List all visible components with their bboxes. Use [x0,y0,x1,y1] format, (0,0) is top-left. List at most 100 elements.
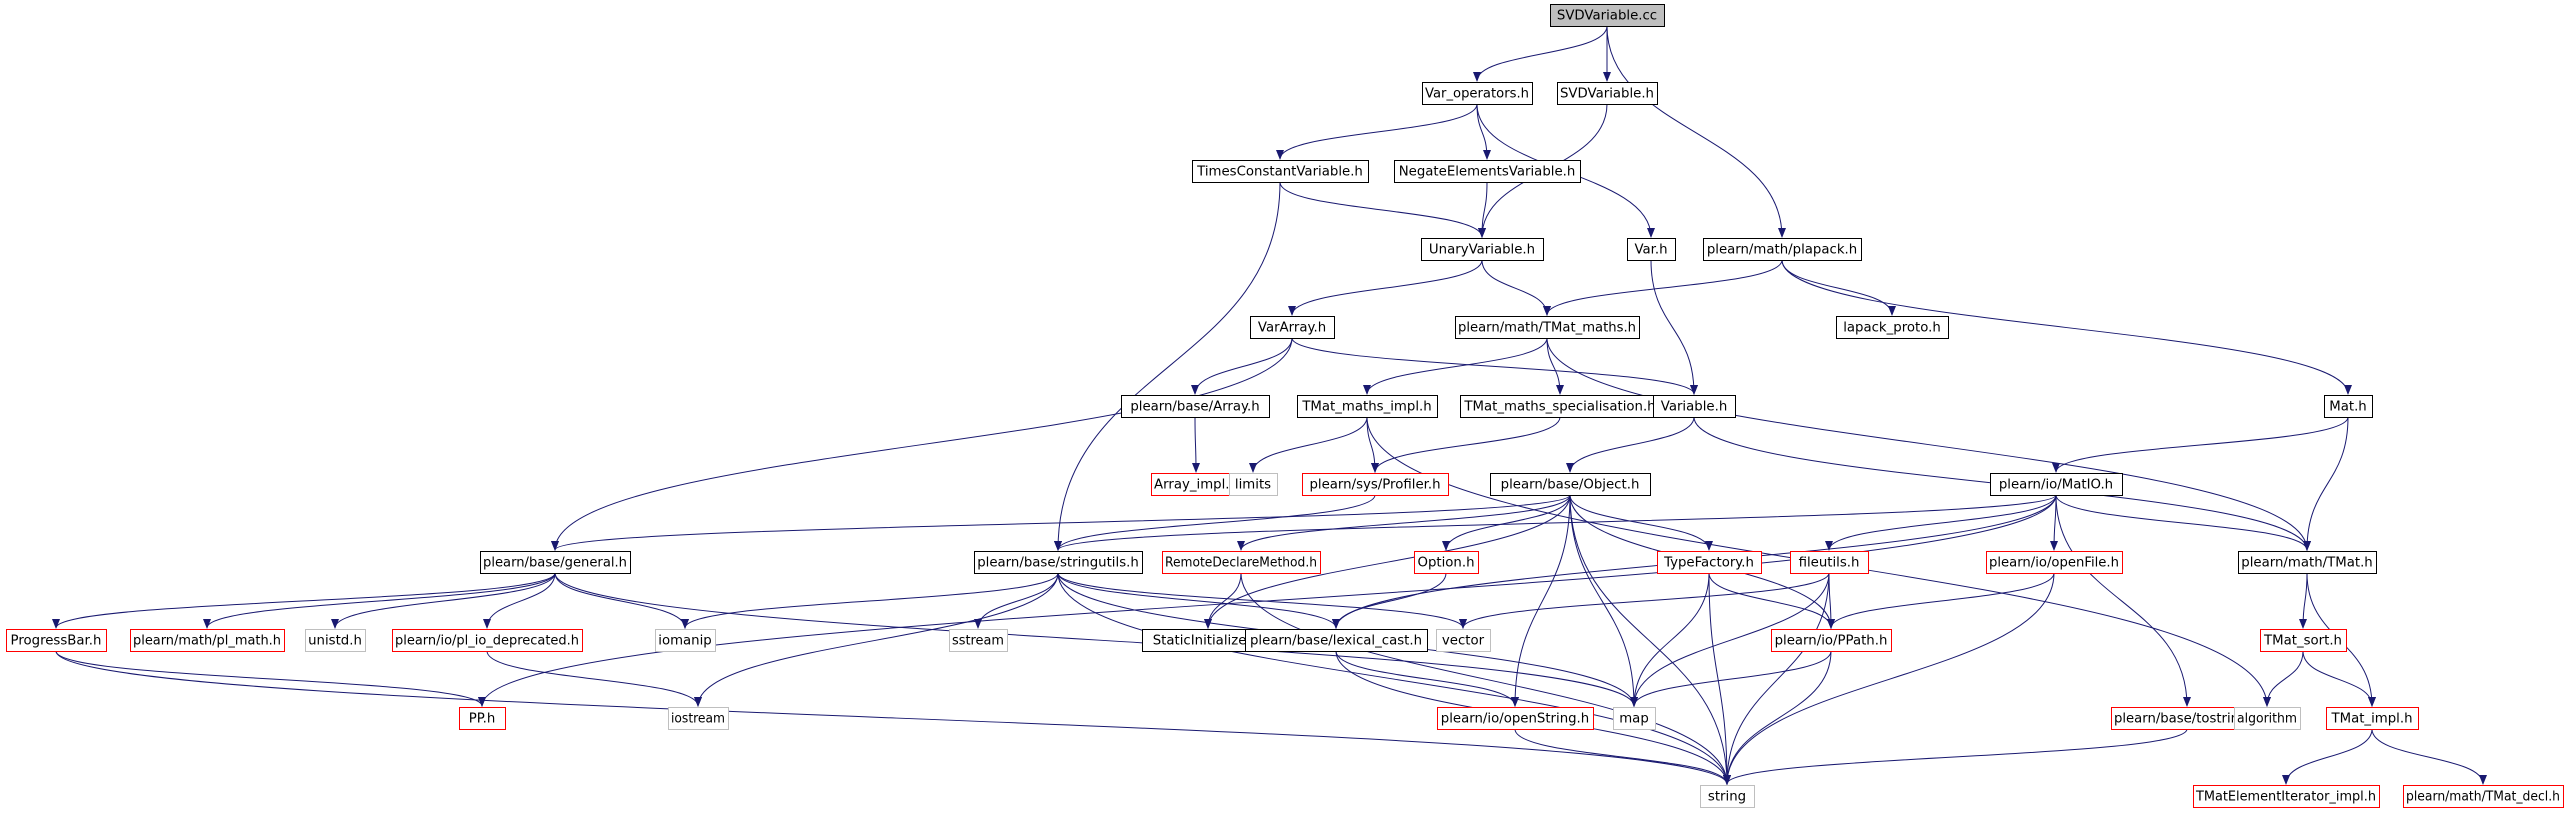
edge-progressbar_h-to-string [55,650,1731,785]
node-variable-h[interactable]: Variable.h [1653,395,1736,418]
node-typefactory-h[interactable]: TypeFactory.h [1657,551,1762,574]
edge-fileutils_h-to-string [1723,572,1830,785]
node-unistd-h[interactable]: unistd.h [305,629,366,652]
node-tmat-h[interactable]: plearn/math/TMat.h [2238,551,2377,574]
node-vector[interactable]: vector [1436,629,1491,652]
node-array-h[interactable]: plearn/base/Array.h [1121,395,1270,418]
node-tmat-sort-h[interactable]: TMat_sort.h [2260,629,2347,652]
node-lexical-cast-h[interactable]: plearn/base/lexical_cast.h [1245,629,1428,652]
node-label: plearn/io/MatIO.h [1999,478,2113,493]
node-vararray-h[interactable]: VarArray.h [1250,316,1335,339]
edge-stringutils_h-to-iostream [694,572,1059,707]
edge-object_h-to-general_h [551,494,1571,551]
edge-plapack_h-to-mat_h [1781,259,2352,395]
node-box [1245,629,1428,652]
node-array-impl-h[interactable]: Array_impl.h [1151,473,1242,496]
node-ppath-h[interactable]: plearn/io/PPath.h [1771,629,1892,652]
node-tmat-impl-h[interactable]: TMat_impl.h [2326,707,2419,730]
node-mat-h[interactable]: Mat.h [2324,395,2373,418]
node-profiler-h[interactable]: plearn/sys/Profiler.h [1302,473,1449,496]
node-string[interactable]: string [1700,785,1755,808]
node-label: sstream [952,634,1004,649]
node-openstring-h[interactable]: plearn/io/openString.h [1437,707,1594,730]
edge-general_h-to-progressbar_h [52,572,556,629]
node-fileutils-h[interactable]: fileutils.h [1790,551,1869,574]
edge-typefactory_h-to-map [1630,572,1710,707]
edge-tmat_h-to-tmat_sort_h [2299,572,2308,629]
node-label: plearn/base/general.h [483,556,627,571]
node-box [2193,785,2380,808]
node-box [1657,551,1762,574]
node-label: RemoteDeclareMethod.h [1165,556,1317,571]
node-iostream[interactable]: iostream [668,707,729,730]
node-lapack-proto-h[interactable]: lapack_proto.h [1836,316,1949,339]
node-box [2238,551,2377,574]
node-plapack-h[interactable]: plearn/math/plapack.h [1703,238,1862,261]
node-label: iostream [671,712,725,727]
node-label: plearn/math/plapack.h [1707,243,1857,258]
node-general-h[interactable]: plearn/base/general.h [480,551,631,574]
edge-option_h-to-lexical_cast_h [1332,572,1447,629]
node-box [1422,82,1533,105]
edge-stringutils_h-to-sstream [974,572,1059,629]
node-remotedeclaremethod-h[interactable]: RemoteDeclareMethod.h [1162,551,1321,574]
edge-matio_h-to-stringutils_h [1054,494,2057,551]
node-unaryvariable-h[interactable]: UnaryVariable.h [1421,238,1544,261]
node-tmat-decl-h[interactable]: plearn/math/TMat_decl.h [2403,785,2564,808]
node-box [1700,785,1755,808]
node-label: TimesConstantVariable.h [1196,165,1363,180]
node-tmat-maths-impl-h[interactable]: TMat_maths_impl.h [1297,395,1438,418]
node-box [1121,395,1270,418]
edge-openfile_h-to-ppath_h [1827,572,2055,629]
node-label: Mat.h [2329,400,2367,415]
node-object-h[interactable]: plearn/base/Object.h [1490,473,1651,496]
node-sstream[interactable]: sstream [949,629,1008,652]
node-timesconstantvariable-h[interactable]: TimesConstantVariable.h [1192,160,1369,183]
node-tmat-maths-h[interactable]: plearn/math/TMat_maths.h [1455,316,1640,339]
edge-svdvariable_cc-to-plapack_h [1606,25,1786,238]
edge-tostring_h-to-string [1723,728,2188,785]
node-label: plearn/base/Array.h [1130,400,1259,415]
node-staticinitializer-h[interactable]: StaticInitializer.h [1142,629,1275,652]
node-box [1613,707,1656,730]
node-svdvariable-h[interactable]: SVDVariable.h [1557,82,1658,105]
node-matio-h[interactable]: plearn/io/MatIO.h [1990,473,2123,496]
edge-fileutils_h-to-map [1630,572,1830,707]
node-iomanip[interactable]: iomanip [655,629,716,652]
node-algorithm[interactable]: algorithm [2234,707,2301,730]
node-progressbar-h[interactable]: ProgressBar.h [6,629,107,652]
node-box [1437,707,1594,730]
node-negateelementsvariable-h[interactable]: NegateElementsVariable.h [1394,160,1581,183]
node-openfile-h[interactable]: plearn/io/openFile.h [1986,551,2123,574]
node-tmat-maths-spec-h[interactable]: TMat_maths_specialisation.h [1460,395,1661,418]
node-option-h[interactable]: Option.h [1414,551,1479,574]
node-label: fileutils.h [1799,556,1860,571]
edge-var_operators_h-to-timesconstantvariable_h [1276,103,1478,160]
node-pp-h[interactable]: PP.h [459,707,506,730]
node-pl-io-deprecated-h[interactable]: plearn/io/pl_io_deprecated.h [392,629,583,652]
edge-object_h-to-remotedeclaremethod_h [1237,494,1571,551]
node-var-operators-h[interactable]: Var_operators.h [1422,82,1533,105]
edge-tmat_sort_h-to-algorithm [2263,650,2304,707]
node-svdvariable-cc: SVDVariable.cc [1550,4,1665,27]
node-label: TMat_maths_specialisation.h [1463,400,1655,415]
node-box [1771,629,1892,652]
edge-stringutils_h-to-string [1057,572,1731,785]
node-var-h[interactable]: Var.h [1627,238,1676,261]
node-box [1229,473,1278,496]
node-label: plearn/base/tostring.h [2114,712,2260,727]
node-pl-math-h[interactable]: plearn/math/pl_math.h [130,629,285,652]
node-limits[interactable]: limits [1229,473,1278,496]
node-stringutils-h[interactable]: plearn/base/stringutils.h [974,551,1143,574]
node-map[interactable]: map [1613,707,1656,730]
edge-tmat_maths_spec_h-to-profiler_h [1371,416,1561,473]
node-box [2260,629,2347,652]
edge-stringutils_h-to-iomanip [681,572,1059,629]
node-tostring-h[interactable]: plearn/base/tostring.h [2111,707,2264,730]
node-box [2324,395,2373,418]
edge-timesconstantvariable_h-to-stringutils_h [1054,181,1281,551]
node-box [305,629,366,652]
node-tmatelementiterator-impl-h[interactable]: TMatElementIterator_impl.h [2193,785,2380,808]
